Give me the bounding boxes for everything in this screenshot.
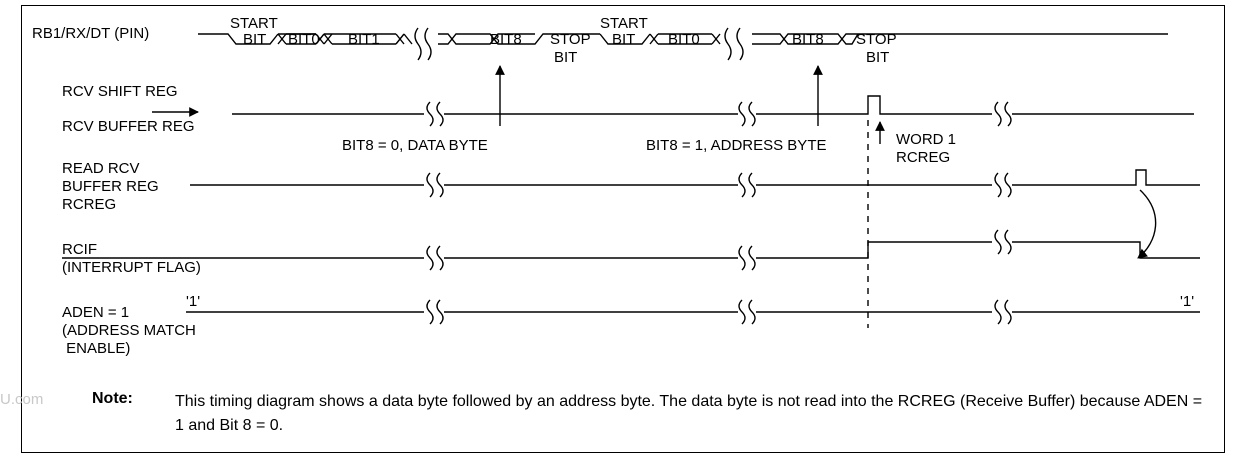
aden-end-value: '1' bbox=[1180, 293, 1194, 310]
rcif-waveform bbox=[62, 229, 1200, 271]
word1-annotation-2: RCREG bbox=[896, 149, 950, 166]
stop-bit-2-bottom: BIT bbox=[866, 49, 889, 66]
watermark: U.com bbox=[0, 391, 44, 408]
start-bit-2-top: START bbox=[600, 15, 648, 32]
bit8-label-1: BIT8 bbox=[490, 31, 522, 48]
aden-label-2: (ADDRESS MATCH bbox=[62, 322, 196, 339]
shift-reg-label: RCV SHIFT REG bbox=[62, 83, 178, 100]
rcif-label-2: (INTERRUPT FLAG) bbox=[62, 259, 201, 276]
note-text: This timing diagram shows a data byte fo… bbox=[175, 393, 1203, 434]
start-bit-1-top: START bbox=[230, 15, 278, 32]
start-bit-1-bottom: BIT bbox=[243, 31, 266, 48]
stop-bit-1-top: STOP bbox=[550, 31, 591, 48]
read-rcv-label-3: RCREG bbox=[62, 196, 116, 213]
bit1-label: BIT1 bbox=[348, 31, 380, 48]
data-byte-annotation: BIT8 = 0, DATA BYTE bbox=[342, 137, 488, 154]
pin-signal-label: RB1/RX/DT (PIN) bbox=[32, 25, 149, 42]
read-rcv-label-1: READ RCV bbox=[62, 160, 140, 177]
buffer-reg-label: RCV BUFFER REG bbox=[62, 118, 195, 135]
bit0-label-2: BIT0 bbox=[668, 31, 700, 48]
note-label: Note: bbox=[92, 390, 133, 407]
aden-start-value: '1' bbox=[186, 293, 200, 310]
word1-annotation-1: WORD 1 bbox=[896, 131, 956, 148]
rcif-label-1: RCIF bbox=[62, 241, 97, 258]
bit8-label-2: BIT8 bbox=[792, 31, 824, 48]
read-rcv-label-2: BUFFER REG bbox=[62, 178, 159, 195]
bit0-label-1: BIT0 bbox=[288, 31, 320, 48]
address-byte-annotation: BIT8 = 1, ADDRESS BYTE bbox=[646, 137, 826, 154]
buffer-reg-waveform bbox=[152, 65, 1194, 144]
stop-bit-1-bottom: BIT bbox=[554, 49, 577, 66]
aden-label-1: ADEN = 1 bbox=[62, 304, 129, 321]
aden-label-3: ENABLE) bbox=[62, 340, 130, 357]
diagram-frame bbox=[21, 5, 1225, 453]
read-rcv-waveform bbox=[190, 169, 1200, 259]
stop-bit-2-top: STOP bbox=[856, 31, 897, 48]
pin-waveform bbox=[198, 27, 1168, 61]
aden-waveform bbox=[186, 120, 1200, 328]
start-bit-2-bottom: BIT bbox=[612, 31, 635, 48]
